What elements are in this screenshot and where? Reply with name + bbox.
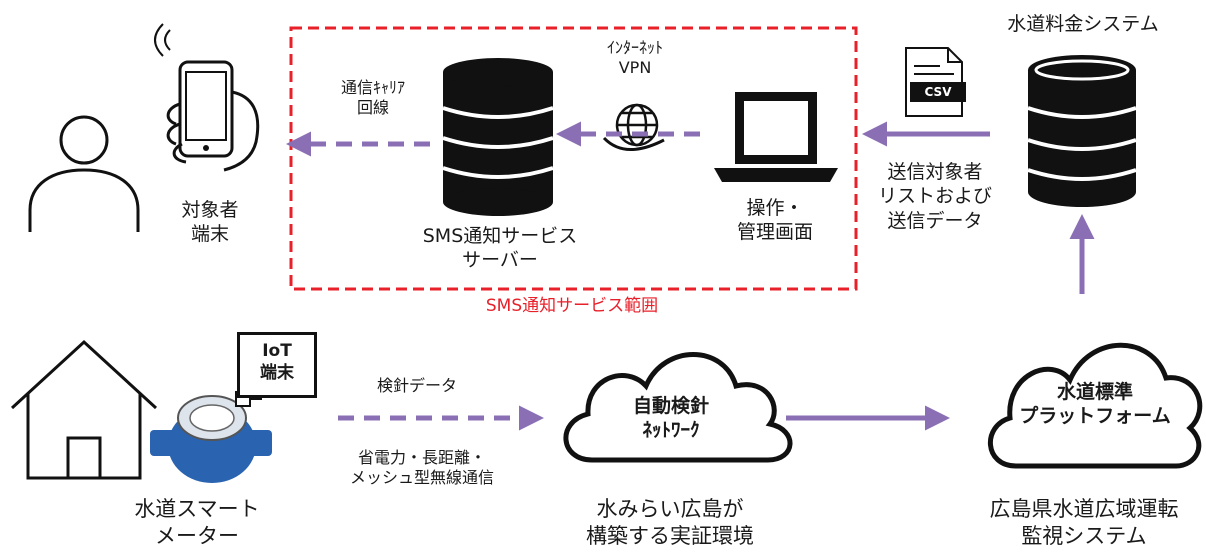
sms-server-label: SMS通知サービス サーバー: [422, 225, 578, 272]
iot-terminal-box: IoT 端末: [237, 332, 317, 398]
auto-network-label: 自動検針 ﾈｯﾄﾜｰｸ: [632, 395, 709, 442]
globe-icon: [602, 103, 665, 151]
billing-system-title: 水道料金システム: [1007, 13, 1159, 35]
auto-network-cloud: [563, 352, 793, 463]
csv-file-icon: [905, 47, 966, 117]
sms-scope-box: [289, 26, 858, 291]
hiroshima-env-label: 水みらい広島が 構築する実証環境: [586, 497, 754, 548]
house-icon: [10, 339, 158, 480]
admin-screen-label: 操作・ 管理画面: [736, 197, 813, 244]
send-data-label: 送信対象者 リストおよび 送信データ: [877, 161, 992, 232]
smart-meter-label: 水道スマート メーター: [134, 497, 260, 548]
person-icon: [28, 115, 140, 232]
sms-scope-label: SMS通知サービス範囲: [485, 296, 659, 316]
platform-label: 水道標準 プラットフォーム: [1019, 381, 1171, 428]
smartphone-hand-icon: [154, 23, 260, 172]
lpwa-label: 省電力・長距離・ メッシュ型無線通信: [349, 448, 494, 488]
platform-cloud: [987, 342, 1203, 469]
carrier-label: 通信ｷｬﾘｱ 回線: [340, 78, 405, 118]
csv-label: CSV: [924, 85, 952, 99]
meter-data-label: 検針データ: [376, 376, 457, 395]
smart-meter-icon: [150, 391, 272, 483]
database-icon: [442, 58, 554, 216]
internet-vpn-label: ｲﾝﾀｰﾈｯﾄ VPN: [606, 38, 663, 78]
billing-database-icon: [1027, 55, 1137, 207]
target-terminal-label: 対象者 端末: [181, 199, 239, 246]
iot-terminal-label: IoT 端末: [260, 341, 294, 383]
monitoring-label: 広島県水道広域運転 監視システム: [989, 497, 1179, 548]
laptop-icon: [714, 92, 838, 182]
